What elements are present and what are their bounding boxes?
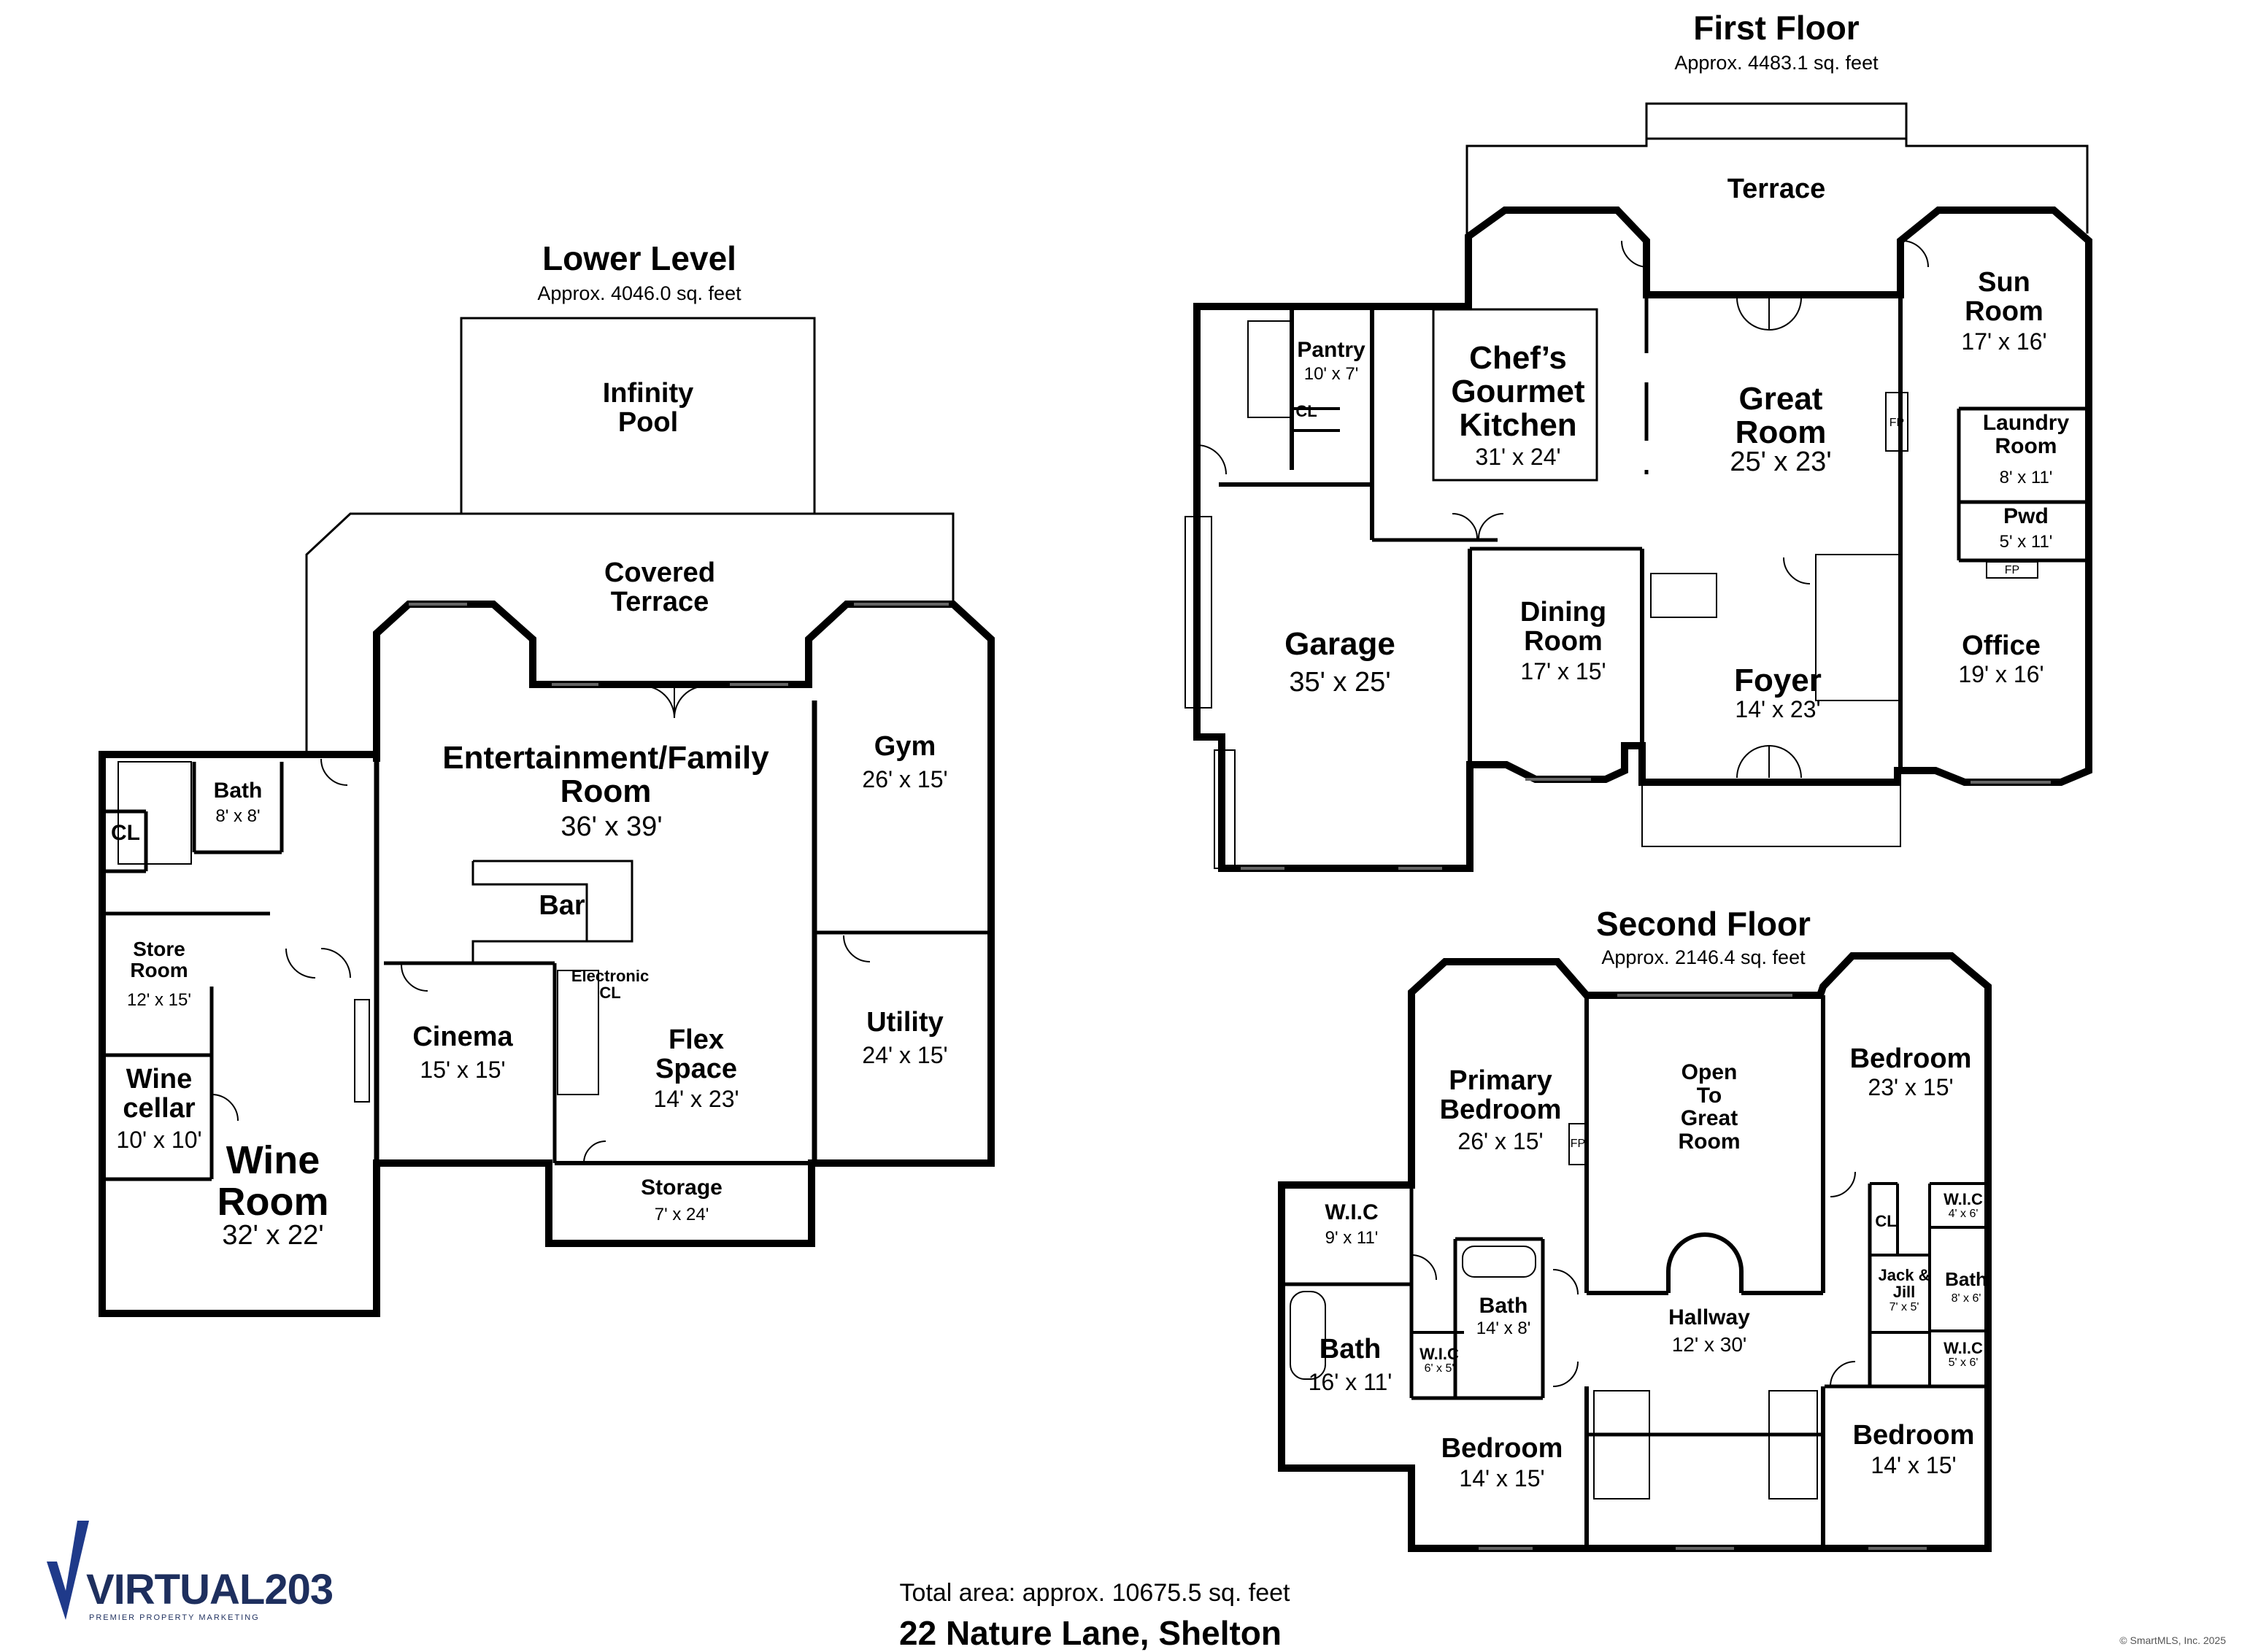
lower-bath-label: Bath bbox=[213, 779, 263, 803]
cinema-dim: 15' x 15' bbox=[420, 1057, 506, 1083]
bedroom-se-dim: 14' x 15' bbox=[1871, 1452, 1957, 1478]
hallway-dim: 12' x 30' bbox=[1671, 1333, 1747, 1356]
east-wic-1-label: W.I.C bbox=[1944, 1190, 1983, 1208]
great-room-dim: 25' x 23' bbox=[1730, 447, 1832, 477]
property-address: 22 Nature Lane, Shelton bbox=[898, 1614, 1282, 1652]
east-bath-dim: 8' x 6' bbox=[1951, 1292, 1981, 1305]
small-wic-label: W.I.C bbox=[1419, 1345, 1459, 1363]
primary-wic-label: W.I.C bbox=[1325, 1200, 1379, 1224]
first-floor-plan bbox=[1184, 102, 2092, 872]
mid-bath-dim: 14' x 8' bbox=[1476, 1319, 1531, 1338]
storage-dim: 7' x 24' bbox=[654, 1205, 709, 1224]
flex-space-dim: 14' x 23' bbox=[653, 1086, 739, 1112]
primary-bath-label: Bath bbox=[1319, 1334, 1382, 1365]
east-bath-label: Bath bbox=[1945, 1268, 1987, 1290]
bedroom-sw-dim: 14' x 15' bbox=[1459, 1465, 1545, 1491]
dining-room-dim: 17' x 15' bbox=[1520, 658, 1606, 684]
copyright-notice: © SmartMLS, Inc. 2025 bbox=[2119, 1634, 2226, 1646]
dining-room-label: Dining Room bbox=[1519, 597, 1607, 657]
office-fireplace: FP bbox=[2004, 564, 2020, 576]
pantry-dim: 10' x 7' bbox=[1303, 364, 1359, 384]
primary-bath-dim: 16' x 11' bbox=[1308, 1369, 1392, 1395]
infinity-pool-label: Infinity Pool bbox=[602, 378, 694, 438]
store-room-dim: 12' x 15' bbox=[127, 990, 191, 1010]
virtual203-logo-mark: VIRTUAL203 PREMIER PROPERTY MARKETING bbox=[47, 1521, 334, 1622]
garage-label: Garage bbox=[1284, 626, 1395, 662]
wine-cellar-dim: 10' x 10' bbox=[116, 1127, 202, 1153]
hallway-label: Hallway bbox=[1668, 1305, 1750, 1329]
great-room-fireplace: FP bbox=[1889, 417, 1905, 429]
bar-label: Bar bbox=[539, 890, 585, 921]
entertainment-room-dim: 36' x 39' bbox=[560, 811, 663, 842]
jack-jill-dim: 7' x 5' bbox=[1889, 1301, 1919, 1313]
utility-dim: 24' x 15' bbox=[862, 1042, 948, 1068]
foyer-label: Foyer bbox=[1734, 663, 1822, 698]
lower-level-area: Approx. 4046.0 sq. feet bbox=[537, 282, 741, 304]
flex-space-label: Flex Space bbox=[655, 1024, 737, 1084]
small-wic-dim: 6' x 5' bbox=[1424, 1362, 1455, 1375]
primary-wic-dim: 9' x 11' bbox=[1325, 1228, 1379, 1248]
mid-bath-label: Bath bbox=[1479, 1294, 1528, 1318]
lower-closet-label: CL bbox=[111, 821, 140, 845]
total-area-text: Total area: approx. 10675.5 sq. feet bbox=[899, 1579, 1290, 1607]
bedroom-ne-dim: 23' x 15' bbox=[1868, 1074, 1954, 1100]
gym-dim: 26' x 15' bbox=[862, 766, 948, 792]
east-wic-2-label: W.I.C bbox=[1944, 1339, 1983, 1357]
first-floor-area: Approx. 4483.1 sq. feet bbox=[1674, 52, 1879, 74]
sun-room-label: Sun Room bbox=[1965, 267, 2043, 327]
second-floor-plan bbox=[1278, 952, 1992, 1552]
storage-label: Storage bbox=[641, 1176, 723, 1200]
primary-bedroom-fireplace: FP bbox=[1570, 1138, 1586, 1150]
powder-room-dim: 5' x 11' bbox=[1999, 532, 2053, 552]
sun-room-dim: 17' x 16' bbox=[1961, 328, 2047, 355]
east-wic-2-dim: 5' x 6' bbox=[1948, 1356, 1979, 1369]
laundry-room-dim: 8' x 11' bbox=[1999, 468, 2053, 487]
bedroom-sw-label: Bedroom bbox=[1441, 1433, 1563, 1464]
terrace-label: Terrace bbox=[1727, 174, 1826, 204]
lower-bath-dim: 8' x 8' bbox=[215, 806, 261, 826]
kitchen-label: Chef’s Gourmet Kitchen bbox=[1451, 340, 1585, 444]
kitchen-dim: 31' x 24' bbox=[1475, 444, 1561, 470]
primary-bedroom-dim: 26' x 15' bbox=[1457, 1128, 1544, 1154]
first-floor-title: First Floor bbox=[1693, 9, 1860, 47]
gym-label: Gym bbox=[874, 731, 936, 762]
store-room-label: Store Room bbox=[130, 938, 188, 982]
cinema-label: Cinema bbox=[412, 1022, 513, 1052]
primary-bedroom-label: Primary Bedroom bbox=[1439, 1065, 1562, 1125]
lower-level-plan bbox=[99, 317, 995, 1317]
utility-label: Utility bbox=[866, 1007, 944, 1038]
entertainment-room-label: Entertainment/Family Room bbox=[442, 740, 769, 810]
bedroom-se-label: Bedroom bbox=[1852, 1420, 1975, 1451]
wine-cellar-label: Wine cellar bbox=[123, 1064, 196, 1124]
jack-jill-label: Jack & Jill bbox=[1878, 1266, 1930, 1302]
virtual203-logo: VIRTUAL203 PREMIER PROPERTY MARKETING bbox=[44, 1518, 334, 1627]
laundry-room-label: Laundry Room bbox=[1982, 411, 2070, 458]
office-label: Office bbox=[1962, 630, 2041, 661]
pantry-label: Pantry bbox=[1297, 338, 1365, 362]
electronic-closet-label: Electronic CL bbox=[571, 967, 650, 1003]
logo-tagline: PREMIER PROPERTY MARKETING bbox=[89, 1613, 260, 1622]
open-to-great-room-label: Open To Great Room bbox=[1678, 1060, 1741, 1154]
powder-room-label: Pwd bbox=[2003, 504, 2049, 528]
second-floor-area: Approx. 2146.4 sq. feet bbox=[1601, 946, 1806, 968]
first-closet-label: CL bbox=[1295, 402, 1317, 420]
lower-level-title: Lower Level bbox=[542, 239, 736, 277]
east-wic-1-dim: 4' x 6' bbox=[1948, 1208, 1979, 1220]
wine-room-label: Wine Room bbox=[217, 1138, 329, 1224]
wine-room-dim: 32' x 22' bbox=[222, 1220, 324, 1251]
second-closet-label: CL bbox=[1875, 1212, 1897, 1230]
bedroom-ne-label: Bedroom bbox=[1849, 1043, 1972, 1074]
garage-dim: 35' x 25' bbox=[1289, 667, 1391, 698]
great-room-label: Great Room bbox=[1735, 381, 1827, 451]
covered-terrace-label: Covered Terrace bbox=[604, 557, 716, 617]
second-floor-title: Second Floor bbox=[1596, 905, 1811, 943]
foyer-dim: 14' x 23' bbox=[1735, 696, 1821, 722]
office-dim: 19' x 16' bbox=[1958, 661, 2044, 687]
logo-wordmark: VIRTUAL203 bbox=[86, 1566, 333, 1613]
